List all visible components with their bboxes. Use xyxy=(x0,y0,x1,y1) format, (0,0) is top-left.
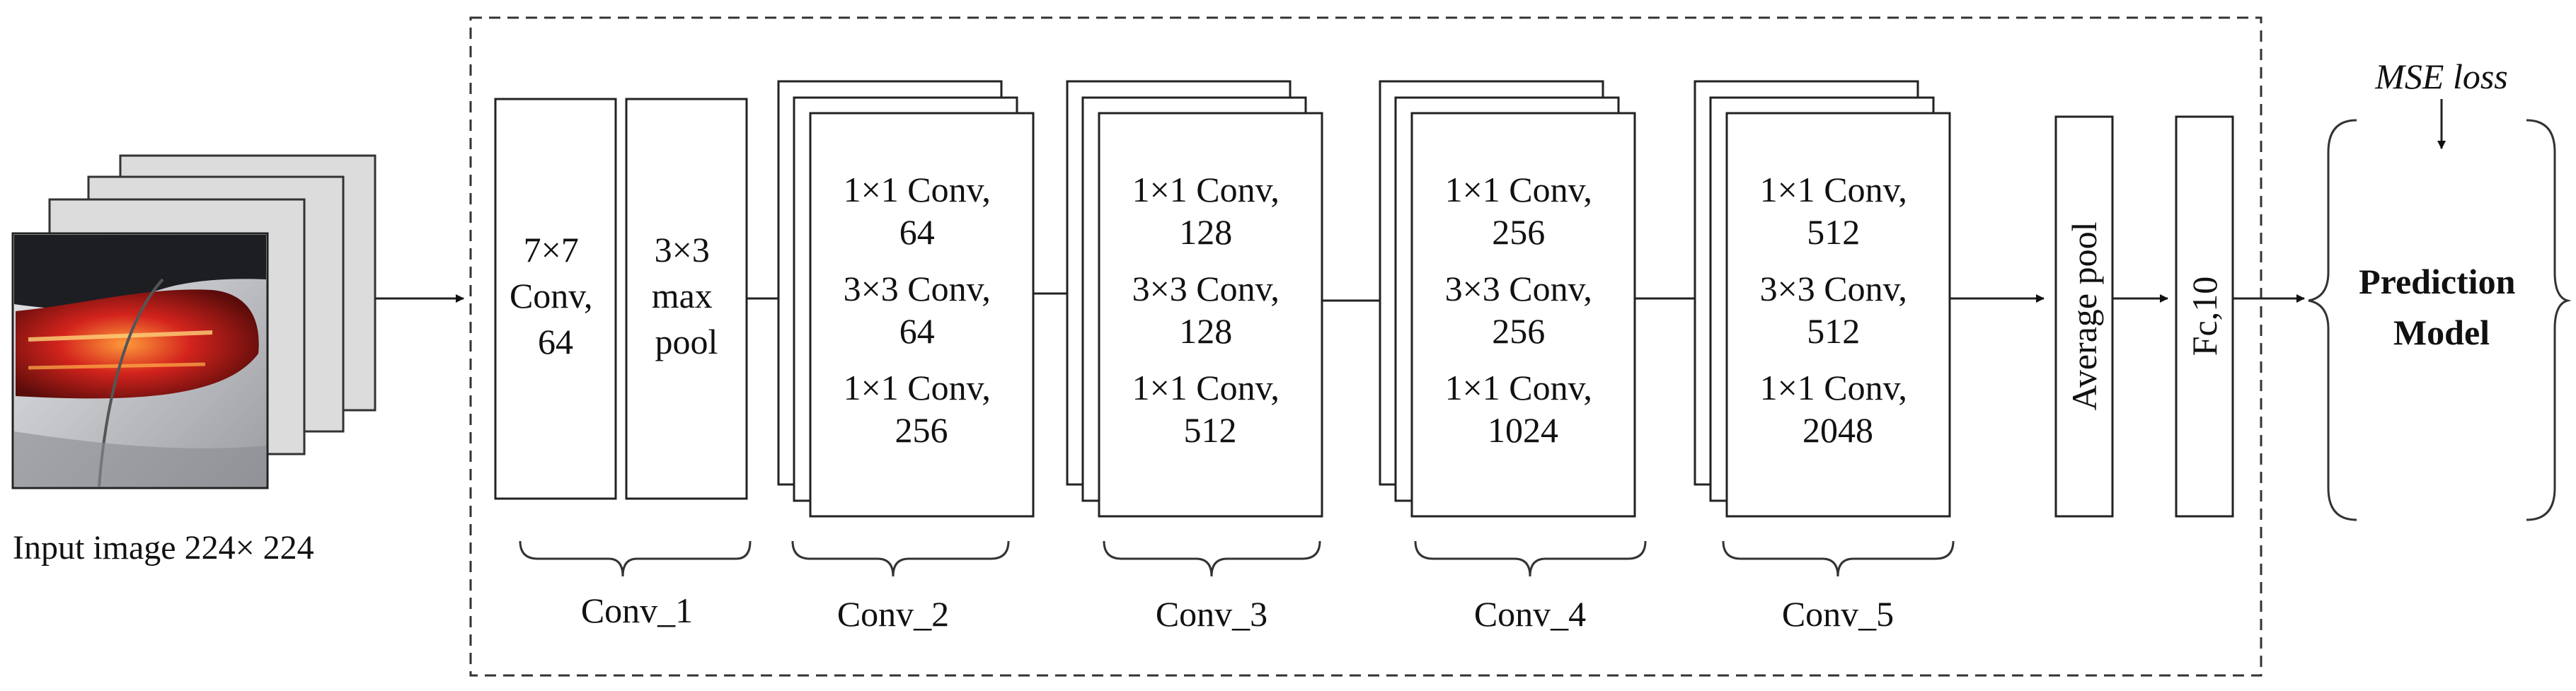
conv5-stage: 1×1 Conv, 512 3×3 Conv, 512 1×1 Conv, 20… xyxy=(1694,80,1955,634)
fc-box xyxy=(2175,115,2234,518)
car-taillight-photo xyxy=(11,232,269,489)
conv4-box xyxy=(1410,112,1636,518)
prediction-model: Prediction Model xyxy=(2308,119,2572,521)
prediction-left-brace xyxy=(2308,119,2357,521)
avgpool-stage: Average pool xyxy=(2054,115,2114,518)
prediction-right-brace xyxy=(2526,119,2572,521)
conv4-label: Conv_4 xyxy=(1474,594,1586,634)
conv1-stage: 7×7 Conv, 64 3×3 max pool Conv_1 xyxy=(494,98,752,630)
conv5-box xyxy=(1725,112,1951,518)
conv5-label: Conv_5 xyxy=(1782,594,1894,634)
prediction-label: Prediction Model xyxy=(2359,262,2524,352)
avgpool-box xyxy=(2054,115,2114,518)
conv4-stage: 1×1 Conv, 256 3×3 Conv, 256 1×1 Conv, 10… xyxy=(1379,80,1647,634)
network-frame xyxy=(469,16,2262,677)
conv3-label: Conv_3 xyxy=(1156,594,1267,634)
conv3-brace xyxy=(1103,540,1321,577)
conv1-brace xyxy=(519,540,752,577)
conv5-brace xyxy=(1722,540,1955,577)
fc-label: Fc,10 xyxy=(2185,277,2224,356)
conv3-box xyxy=(1098,112,1323,518)
conv2-box xyxy=(809,112,1035,518)
conv1-maxpool-text: 3×3 max pool xyxy=(652,230,722,361)
conv1-label: Conv_1 xyxy=(581,591,693,630)
conv5-text: 1×1 Conv, 512 3×3 Conv, 512 1×1 Conv, 20… xyxy=(1760,170,1916,450)
conv2-brace xyxy=(791,540,1010,577)
input-image-label: Input image 224× 224 xyxy=(13,529,314,567)
conv1-7x7-box xyxy=(494,98,617,500)
avgpool-label: Average pool xyxy=(2064,221,2104,410)
conv1-maxpool-box xyxy=(625,98,748,500)
conv3-stage: 1×1 Conv, 128 3×3 Conv, 128 1×1 Conv, 51… xyxy=(1066,80,1323,634)
conv1-7x7-text: 7×7 Conv, 64 xyxy=(510,230,602,361)
conv2-text: 1×1 Conv, 64 3×3 Conv, 64 1×1 Conv, 256 xyxy=(844,170,1000,450)
input-image-stack xyxy=(11,154,376,489)
mse-loss-label: MSE loss xyxy=(2374,57,2508,96)
conv3-text: 1×1 Conv, 128 3×3 Conv, 128 1×1 Conv, 51… xyxy=(1132,170,1289,450)
conv4-brace xyxy=(1414,540,1647,577)
conv2-label: Conv_2 xyxy=(837,594,949,634)
fc-stage: Fc,10 xyxy=(2175,115,2234,518)
conv4-text: 1×1 Conv, 256 3×3 Conv, 256 1×1 Conv, 10… xyxy=(1445,170,1602,450)
conv2-stage: 1×1 Conv, 64 3×3 Conv, 64 1×1 Conv, 256 … xyxy=(777,80,1035,634)
